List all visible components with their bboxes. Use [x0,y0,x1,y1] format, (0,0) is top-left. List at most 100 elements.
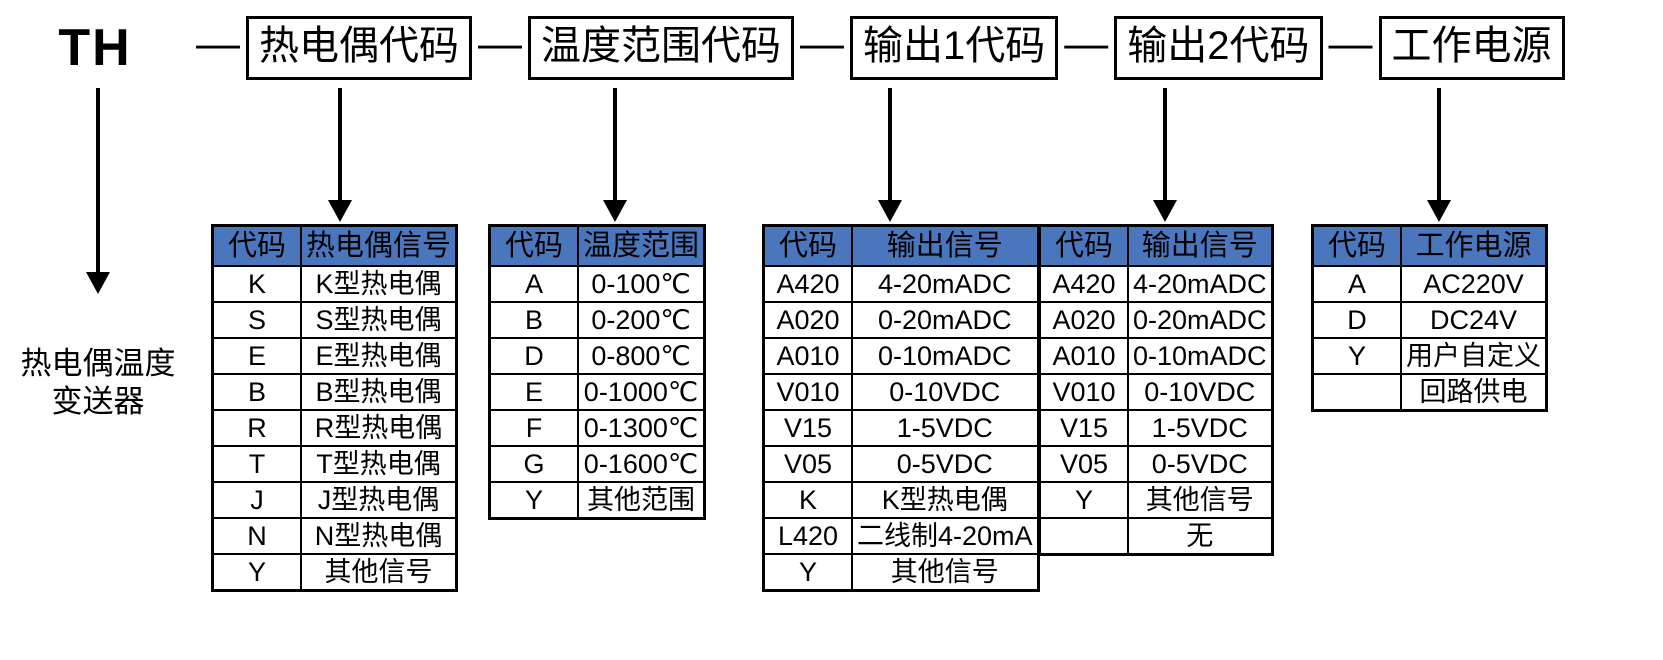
cell-value: J型热电偶 [299,481,458,519]
cell-value: 1-5VDC [851,409,1039,447]
connector-line-output1 [888,88,892,206]
cell-value: 0-1000℃ [576,373,706,411]
cell-value: S型热电偶 [299,301,458,339]
cell-code: T [212,445,302,483]
cell-code: D [489,337,579,375]
cell-value: 0-200℃ [576,301,706,339]
header-cell-value: 输出信号 [851,225,1039,267]
cell-code: A420 [763,265,853,303]
table-header-row: 代码输出信号 [1039,225,1273,267]
cell-value: 0-5VDC [851,445,1039,483]
arrowhead-thermocouple [328,200,352,222]
cell-code [1312,373,1402,411]
cell-value: B型热电偶 [299,373,458,411]
separator-dash-2: — [478,18,522,68]
cell-value: 4-20mADC [1127,265,1273,303]
cell-code: J [212,481,302,519]
arrowhead-temperature [603,200,627,222]
model-prefix: TH [58,19,132,77]
cell-value: K型热电偶 [851,481,1039,519]
separator-dash-3: — [800,18,844,68]
cell-value: 0-10VDC [851,373,1039,411]
cell-code: K [212,265,302,303]
cell-code: E [212,337,302,375]
caption-line-1: 热电偶温度 [20,346,176,381]
cell-value: T型热电偶 [299,445,458,483]
cell-code: S [212,301,302,339]
cell-value: 0-1600℃ [576,445,706,483]
segment-output1-code: 输出1代码 [850,16,1059,80]
cell-value: 其他信号 [299,553,458,591]
cell-value: 无 [1127,517,1273,555]
cell-code: F [489,409,579,447]
cell-code: A010 [763,337,853,375]
cell-code: A [489,265,579,303]
connector-line-prefix [96,88,100,278]
cell-code: N [212,517,302,555]
cell-value: 用户自定义 [1400,337,1547,375]
cell-value: 二线制4-20mA [851,517,1039,555]
cell-value: 其他信号 [1127,481,1273,519]
cell-code: V15 [763,409,853,447]
header-cell-value: 热电偶信号 [299,225,458,267]
cell-value: 0-10mADC [851,337,1039,375]
header-cell-code: 代码 [763,225,853,267]
separator-dash-1: — [196,18,240,68]
arrowhead-prefix [86,272,110,294]
cell-code: V010 [1039,373,1129,411]
cell-value: 0-800℃ [576,337,706,375]
cell-code: V05 [763,445,853,483]
cell-value: 0-5VDC [1127,445,1273,483]
cell-value: 0-1300℃ [576,409,706,447]
cell-code: Y [212,553,302,591]
header-cell-value: 输出信号 [1127,225,1273,267]
cell-value: DC24V [1400,301,1547,339]
cell-code: E [489,373,579,411]
table-header-row: 代码温度范围 [489,225,706,267]
connector-line-temperature [613,88,617,206]
cell-code: Y [763,553,853,591]
header-cell-code: 代码 [489,225,579,267]
cell-code: V15 [1039,409,1129,447]
cell-code: R [212,409,302,447]
table-header-row: 代码输出信号 [763,225,1039,267]
cell-code: B [212,373,302,411]
separator-dash-5: — [1328,18,1373,68]
header-cell-code: 代码 [1039,225,1129,267]
arrowhead-power [1427,200,1451,222]
cell-value: 0-100℃ [576,265,706,303]
cell-value: K型热电偶 [299,265,458,303]
cell-code: K [763,481,853,519]
cell-value: 其他信号 [851,553,1039,591]
cell-value: 0-10VDC [1127,373,1273,411]
connector-line-thermocouple [338,88,342,206]
cell-code: Y [489,481,579,519]
cell-value: AC220V [1400,265,1547,303]
